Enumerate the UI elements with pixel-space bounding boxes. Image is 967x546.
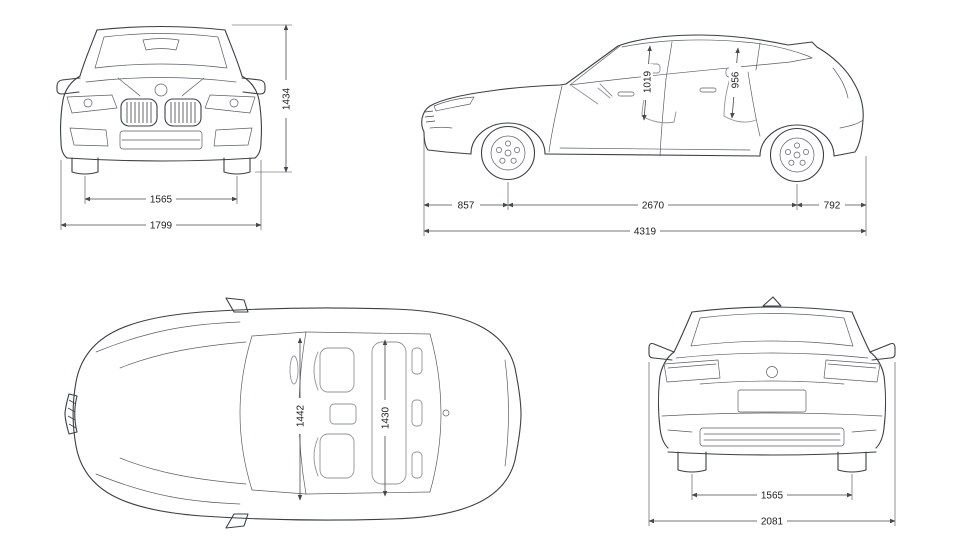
front-grille-left (120, 98, 158, 127)
dim-label-wheelbase: 2670 (642, 201, 665, 212)
side-front-wheel (480, 125, 536, 181)
dim-label-rear-overhang: 792 (824, 201, 841, 212)
top-right-mirror (225, 513, 249, 529)
front-right-wheel (223, 157, 251, 175)
front-right-mirror (241, 77, 266, 95)
rear-left-wheel (677, 451, 707, 473)
dim-label-front-headroom: 1019 (643, 70, 654, 93)
rear-right-wheel (837, 451, 867, 473)
dim-label-overall-width: 1799 (150, 221, 173, 232)
side-interior-seats (571, 63, 757, 124)
front-right-headlight (204, 94, 256, 114)
front-view-drawing (56, 25, 266, 175)
dim-label-front-overhang: 857 (458, 201, 475, 212)
rear-view-dimensions: 1565 2081 (648, 362, 896, 528)
dim-label-width-incl-mirrors: 2081 (761, 517, 784, 528)
top-left-mirror (225, 297, 249, 313)
rear-antenna-fin (762, 296, 782, 307)
side-view-dimensions: 1019 956 857 2670 792 4319 (423, 45, 867, 238)
front-left-wheel (71, 157, 99, 175)
dim-label-overall-height: 1434 (282, 87, 293, 110)
dim-label-overall-length: 4319 (634, 227, 657, 238)
top-view-dimensions: 1442 1430 (294, 337, 392, 501)
dim-label-rear-interior-width: 1430 (381, 406, 392, 429)
front-left-mirror (56, 77, 81, 95)
rear-left-mirror (648, 342, 675, 361)
front-grille-right (164, 98, 202, 127)
rear-right-taillight (823, 359, 881, 383)
rear-left-taillight (663, 359, 721, 383)
dim-label-rear-track: 1565 (761, 491, 784, 502)
front-left-headlight (66, 94, 118, 114)
rear-badge (766, 366, 778, 378)
rear-license-plate (737, 389, 807, 413)
side-view-drawing (421, 34, 864, 183)
top-antenna (442, 409, 450, 417)
dim-label-rear-headroom: 956 (731, 71, 742, 88)
top-view-drawing (64, 297, 522, 529)
side-rear-wheel (769, 127, 825, 183)
top-grille (64, 393, 78, 435)
rear-view-drawing (648, 296, 896, 473)
rear-right-mirror (869, 342, 896, 361)
front-badge (154, 83, 168, 97)
front-view-dimensions: 1434 1565 1799 (60, 24, 293, 232)
dim-label-front-interior-width: 1442 (296, 404, 307, 427)
top-interior-seats (289, 341, 423, 485)
dim-label-front-track: 1565 (150, 195, 173, 206)
